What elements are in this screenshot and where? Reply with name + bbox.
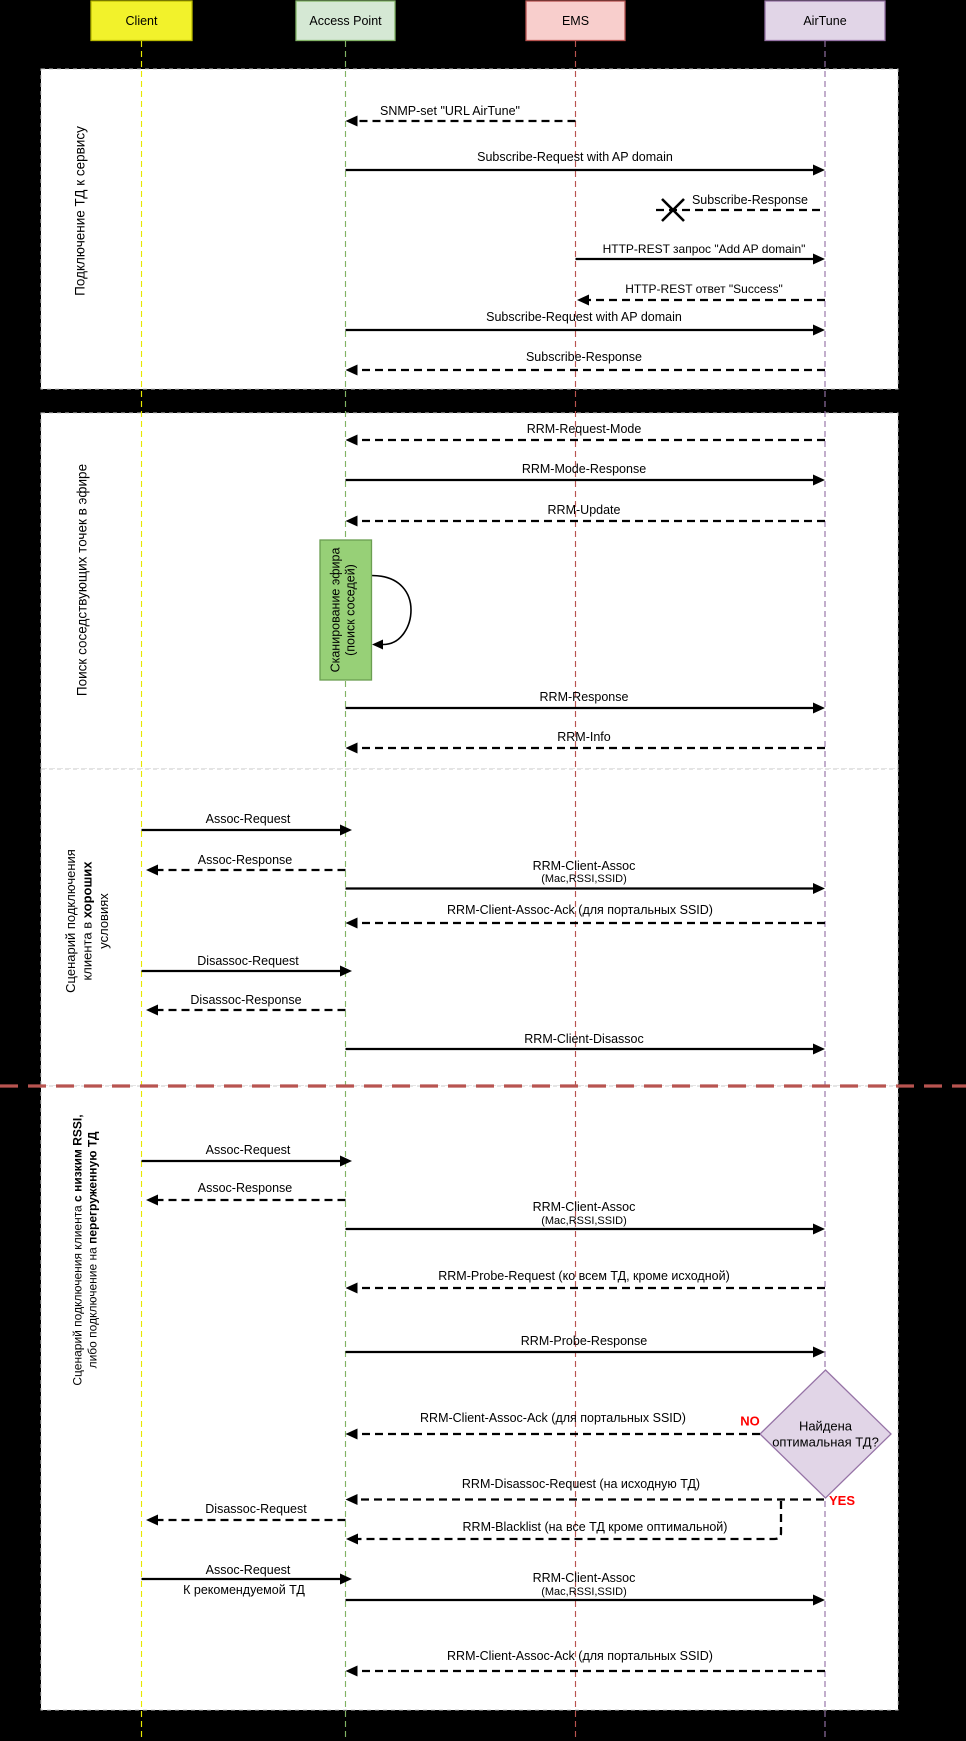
svg-text:Disassoc-Request: Disassoc-Request <box>197 954 299 968</box>
svg-text:EMS: EMS <box>562 14 589 28</box>
svg-text:Subscribe-Response: Subscribe-Response <box>526 350 642 364</box>
svg-text:Assoc-Request: Assoc-Request <box>206 1563 291 1577</box>
svg-text:RRM-Client-Assoc-Ack (для порт: RRM-Client-Assoc-Ack (для портальных SSI… <box>447 1649 713 1663</box>
svg-text:Поиск соседствующих точек в эф: Поиск соседствующих точек в эфире <box>75 464 90 696</box>
svg-text:RRM-Probe-Response: RRM-Probe-Response <box>521 1334 647 1348</box>
svg-text:Disassoc-Request: Disassoc-Request <box>205 1502 307 1516</box>
svg-text:Subscribe-Response: Subscribe-Response <box>692 193 808 207</box>
svg-text:RRM-Client-Assoc: RRM-Client-Assoc <box>533 859 636 873</box>
svg-text:RRM-Blacklist (на все ТД кроме: RRM-Blacklist (на все ТД кроме оптимальн… <box>463 1520 728 1534</box>
svg-text:(Mac,RSSI,SSID): (Mac,RSSI,SSID) <box>541 1586 627 1598</box>
svg-text:RRM-Client-Assoc-Ack (для порт: RRM-Client-Assoc-Ack (для портальных SSI… <box>447 903 713 917</box>
svg-text:RRM-Client-Assoc: RRM-Client-Assoc <box>533 1200 636 1214</box>
svg-text:SNMP-set "URL AirTune": SNMP-set "URL AirTune" <box>380 104 520 118</box>
svg-text:Assoc-Response: Assoc-Response <box>198 853 293 867</box>
svg-text:оптимальная ТД?: оптимальная ТД? <box>772 1435 879 1450</box>
svg-text:Assoc-Request: Assoc-Request <box>206 812 291 826</box>
svg-text:Assoc-Request: Assoc-Request <box>206 1143 291 1157</box>
svg-text:Найдена: Найдена <box>799 1419 853 1434</box>
svg-text:RRM-Update: RRM-Update <box>548 503 621 517</box>
svg-text:RRM-Disassoc-Request (на исход: RRM-Disassoc-Request (на исходную ТД) <box>462 1477 700 1491</box>
svg-text:(Mac,RSSI,SSID): (Mac,RSSI,SSID) <box>541 1215 627 1227</box>
svg-text:(поиск соседей): (поиск соседей) <box>344 564 358 656</box>
svg-text:Subscribe-Request with AP doma: Subscribe-Request with AP domain <box>477 150 673 164</box>
svg-text:(Mac,RSSI,SSID): (Mac,RSSI,SSID) <box>541 873 627 885</box>
svg-text:RRM-Request-Mode: RRM-Request-Mode <box>527 422 642 436</box>
svg-text:RRM-Probe-Request (ко всем ТД,: RRM-Probe-Request (ко всем ТД, кроме исх… <box>438 1269 729 1283</box>
svg-text:либо подключение на перегружен: либо подключение на перегруженную ТД <box>86 1131 100 1368</box>
svg-text:RRM-Client-Assoc: RRM-Client-Assoc <box>533 1571 636 1585</box>
svg-text:Disassoc-Response: Disassoc-Response <box>190 993 301 1007</box>
svg-text:Сценарий подключения клиента с: Сценарий подключения клиента с низким RS… <box>71 1114 85 1385</box>
svg-text:AirTune: AirTune <box>803 14 846 28</box>
svg-text:Subscribe-Request with AP doma: Subscribe-Request with AP domain <box>486 310 682 324</box>
svg-text:HTTP-REST ответ "Success": HTTP-REST ответ "Success" <box>625 282 783 296</box>
svg-text:условиях: условиях <box>96 893 111 949</box>
svg-text:Client: Client <box>126 14 158 28</box>
svg-text:RRM-Info: RRM-Info <box>557 730 611 744</box>
svg-text:RRM-Client-Disassoc: RRM-Client-Disassoc <box>524 1032 643 1046</box>
svg-text:RRM-Client-Assoc-Ack (для порт: RRM-Client-Assoc-Ack (для портальных SSI… <box>420 1411 686 1425</box>
svg-text:RRM-Response: RRM-Response <box>540 690 629 704</box>
svg-text:HTTP-REST запрос "Add AP domai: HTTP-REST запрос "Add AP domain" <box>603 242 806 256</box>
svg-text:RRM-Mode-Response: RRM-Mode-Response <box>522 462 646 476</box>
svg-text:клиента в хороших: клиента в хороших <box>80 861 95 981</box>
svg-text:Сканирование эфира: Сканирование эфира <box>329 548 343 673</box>
svg-text:К рекомендуемой ТД: К рекомендуемой ТД <box>183 1583 305 1597</box>
svg-text:Assoc-Response: Assoc-Response <box>198 1181 293 1195</box>
svg-text:Сценарий подключения: Сценарий подключения <box>63 849 78 993</box>
svg-text:NO: NO <box>740 1414 760 1429</box>
svg-text:YES: YES <box>829 1493 855 1508</box>
svg-text:Подключение ТД к сервису: Подключение ТД к сервису <box>73 126 88 296</box>
svg-text:Access Point: Access Point <box>309 14 382 28</box>
